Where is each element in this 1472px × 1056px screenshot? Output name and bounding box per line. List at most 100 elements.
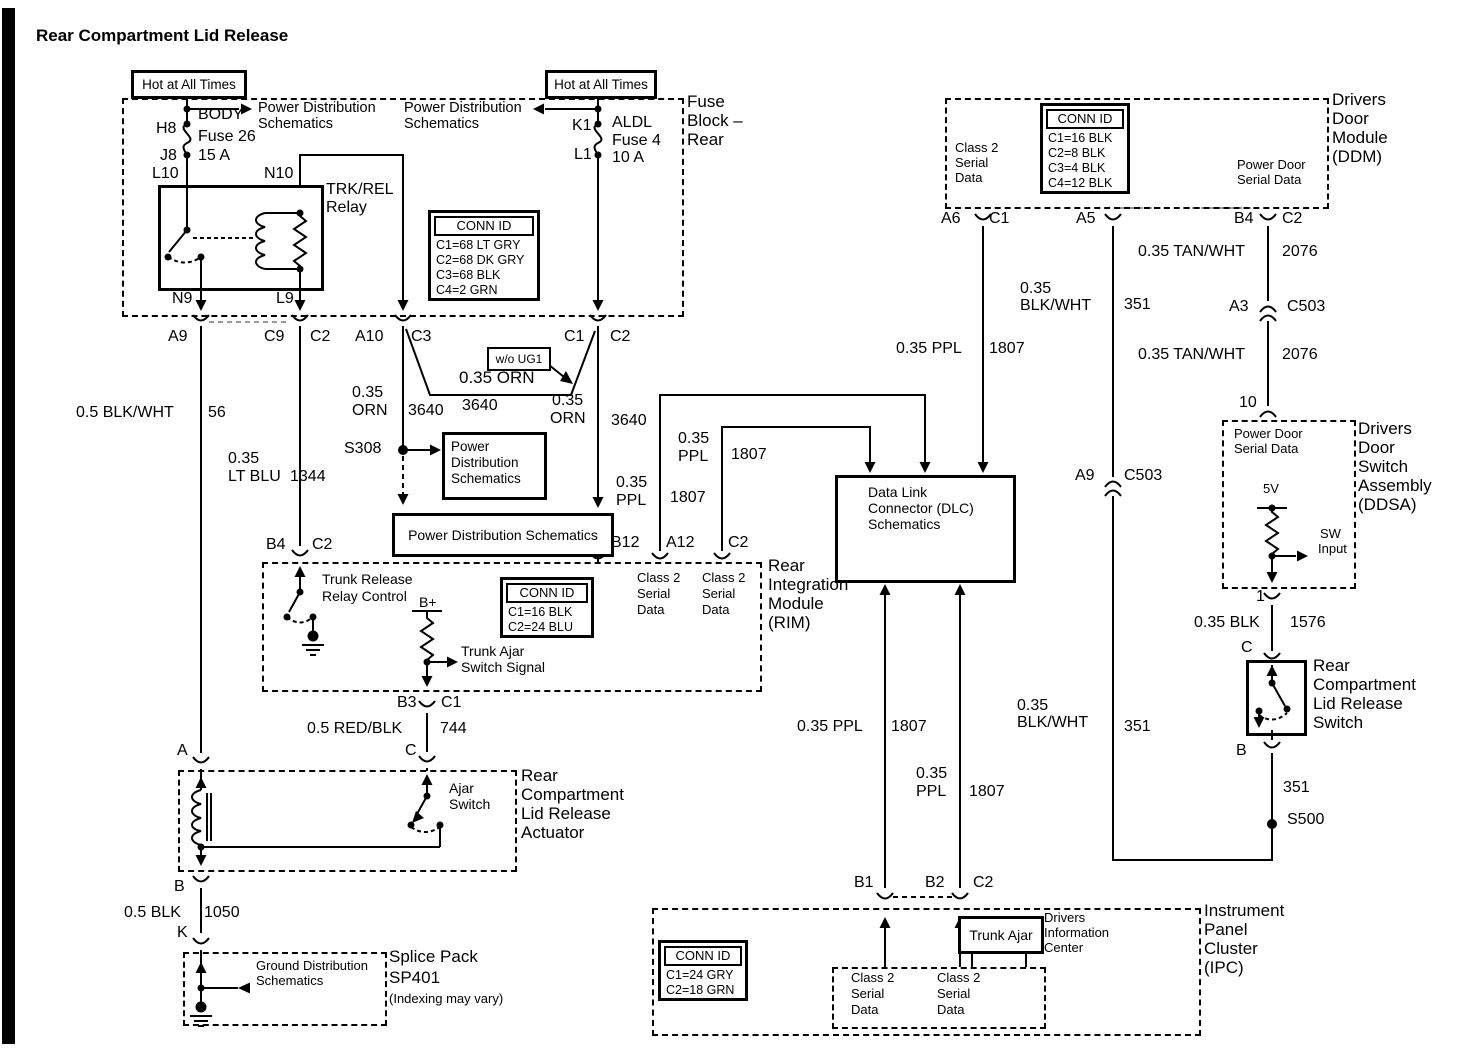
conn-row: C3=68 BLK [436,268,501,282]
actuator-name1: Rear [521,766,558,785]
switch-name3: Lid Release [1313,694,1403,713]
actuator-name2: Compartment [521,785,624,804]
ipc-name4: (IPC) [1204,958,1244,977]
splice-gds-1: Ground Distribution [256,958,368,973]
conn-id-rim: CONN ID C1=16 BLK C2=24 BLU [500,577,594,638]
pd-small-line1: Power [451,439,490,454]
hot-at-all-times-right: Hot at All Times [545,70,657,99]
wire-blk1576-spec: 0.35 BLK [1194,614,1260,631]
wire-tan-low-ckt: 2076 [1282,346,1318,363]
ddsa-5v: 5V [1263,481,1279,496]
wire-blkwht-up-spec1: 0.35 [1020,280,1052,297]
splice-name2: SP401 [389,968,441,987]
wire-orn-bridge [405,328,596,396]
wire-sw351: 351 [1283,779,1310,796]
ddm-pin-b4: B4 [1234,210,1254,227]
rim-name4: (RIM) [768,613,811,632]
rim-pin-b4: B4 [266,536,286,553]
wire-tan-up-ckt: 2076 [1282,243,1318,260]
ddm-pds-1: Power Door [1237,157,1306,172]
ddm-pds-2: Serial Data [1237,172,1302,187]
pd-small-line2: Distribution [451,455,519,470]
aldl-fuse-rating: 10 A [612,149,645,166]
ddm-outline [945,98,1329,209]
pds-left-line2: Schematics [258,116,333,132]
ipc-class2a-1: Class 2 [851,970,895,985]
actuator-pin-b: B [174,878,185,895]
ipc-class2a-3: Data [851,1002,879,1017]
ddsa-pds-2: Serial Data [1234,441,1299,456]
wire-ppl-b1-spec: 0.35 PPL [797,718,863,735]
conn-id-fuse-block: CONN ID C1=68 LT GRY C2=68 DK GRY C3=68 … [428,210,540,301]
ddm-name3: Module [1332,128,1388,147]
rim-outline [262,562,762,692]
trunk-ajar-indicator-box: Trunk Ajar [958,916,1044,954]
ddsa-pin-1: 1 [1256,588,1265,605]
rim-pin-b12: B12 [611,534,640,551]
ipc-class2b-1: Class 2 [937,970,981,985]
ipc-dic-1: Drivers [1044,910,1086,925]
wire-ppl-a12-to-dlc [651,394,931,560]
switch-pin-b: B [1236,742,1247,759]
actuator-ajar-2: Switch [449,796,491,812]
splice-s500-label: S500 [1287,811,1325,828]
wire-ppl-c2-to-dlc [713,426,876,560]
ddm-class2-1: Class 2 [955,140,999,155]
wire-orn-a10-spec2: ORN [352,402,388,419]
rim-b-plus: B+ [419,594,437,610]
ddm-pin-c2: C2 [1282,210,1303,227]
pd-small-line3: Schematics [451,471,521,486]
body-fuse-number: Fuse 26 [198,128,256,145]
ddm-class2-2: Serial [955,155,989,170]
body-fuse-pin-h8: H8 [156,120,177,137]
wire-orn-s308 [397,326,441,505]
ddsa-pin-10: 10 [1239,394,1257,411]
ipc-dic-3: Center [1044,940,1084,955]
dlc-box [835,475,1016,583]
wire-blkwht-low-spec1: 0.35 [1017,697,1049,714]
hot-at-all-times-left: Hot at All Times [131,70,247,99]
dlc-line3: Schematics [868,516,941,532]
ipc-dic-2: Information [1044,925,1110,940]
wire-ppl-ddm-spec: 0.35 PPL [896,340,962,357]
wire-ppl-ddm-ckt: 1807 [989,340,1025,357]
wire-ltblu-spec2: LT BLU [228,468,281,485]
actuator-symbol [191,789,444,866]
wire-ppl-a12-spec1: 0.35 [616,474,648,491]
conn-row: C1=24 GRY [666,968,734,982]
conn-id-title: CONN ID [1046,109,1124,129]
wire-a9-to-actuator [192,326,210,790]
actuator-ajar-1: Ajar [449,780,474,796]
actuator-name4: Actuator [521,823,585,842]
body-fuse-name: BODY [198,106,244,123]
switch-name2: Compartment [1313,675,1416,694]
ipc-pin-b2: B2 [925,874,945,891]
ipc-pin-c2: C2 [973,874,994,891]
conn-id-title: CONN ID [506,583,588,603]
wire-redblk-spec: 0.5 RED/BLK [307,720,403,737]
pd-schematics-small-box: Power Distribution Schematics [442,432,547,500]
connector-c503b: C503 [1124,467,1163,484]
conn-row: C2=18 GRN [666,983,735,997]
wire-blk1576-ckt: 1576 [1290,614,1326,631]
wire-ppl-c2-spec1: 0.35 [678,430,710,447]
actuator-name3: Lid Release [521,804,611,823]
pin-a10: A10 [355,328,384,345]
conn-id-title: CONN ID [434,216,534,236]
rim-name1: Rear [768,556,805,575]
rim-trunk-ajar-1: Trunk Ajar [461,643,525,659]
ddsa-symbol [1257,504,1308,651]
wire-blkwht-low-ckt: 351 [1124,718,1151,735]
actuator-pin-c: C [405,742,417,759]
conn-id-ddm: CONN ID C1=16 BLK C2=8 BLK C3=4 BLK C4=1… [1040,103,1130,194]
conn-row: C1=68 LT GRY [436,238,521,252]
conn-row: C2=68 DK GRY [436,253,525,267]
body-fuse-rating: 15 A [198,147,231,164]
pd-schematics-wide-box: Power Distribution Schematics [392,513,614,557]
wire-ppl-b2-ckt: 1807 [969,783,1005,800]
switch-name1: Rear [1313,656,1350,675]
ddm-pin-a5: A5 [1076,210,1096,227]
pin-c1: C1 [564,328,585,345]
fuse-block-name2: Block – [687,111,743,130]
